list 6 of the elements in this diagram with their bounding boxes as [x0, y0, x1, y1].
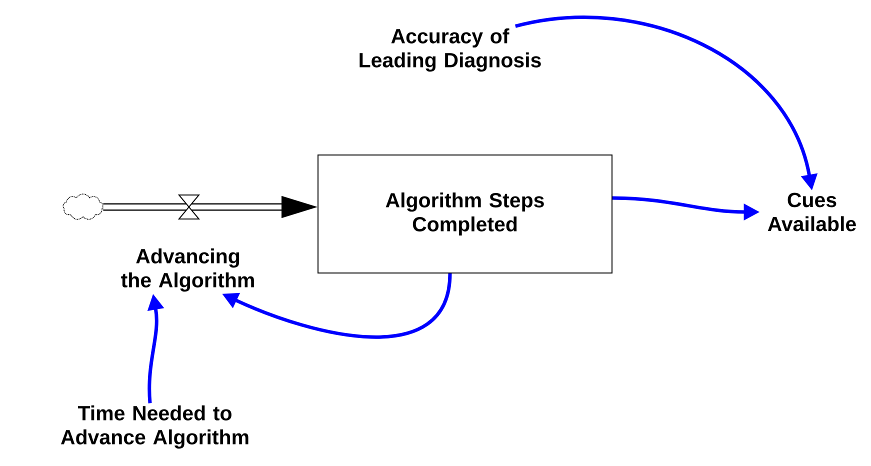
rate-label: Advancing the Algorithm	[121, 248, 254, 292]
stock-box: Algorithm Steps Completed	[318, 154, 612, 274]
cloud-symbol	[62, 194, 104, 220]
variable-label: Cues Available	[768, 192, 856, 232]
variable-label: Accuracy of Leading Diagnosis	[360, 28, 541, 72]
variable-label: Time Needed to Advance Algorithm	[61, 405, 248, 449]
